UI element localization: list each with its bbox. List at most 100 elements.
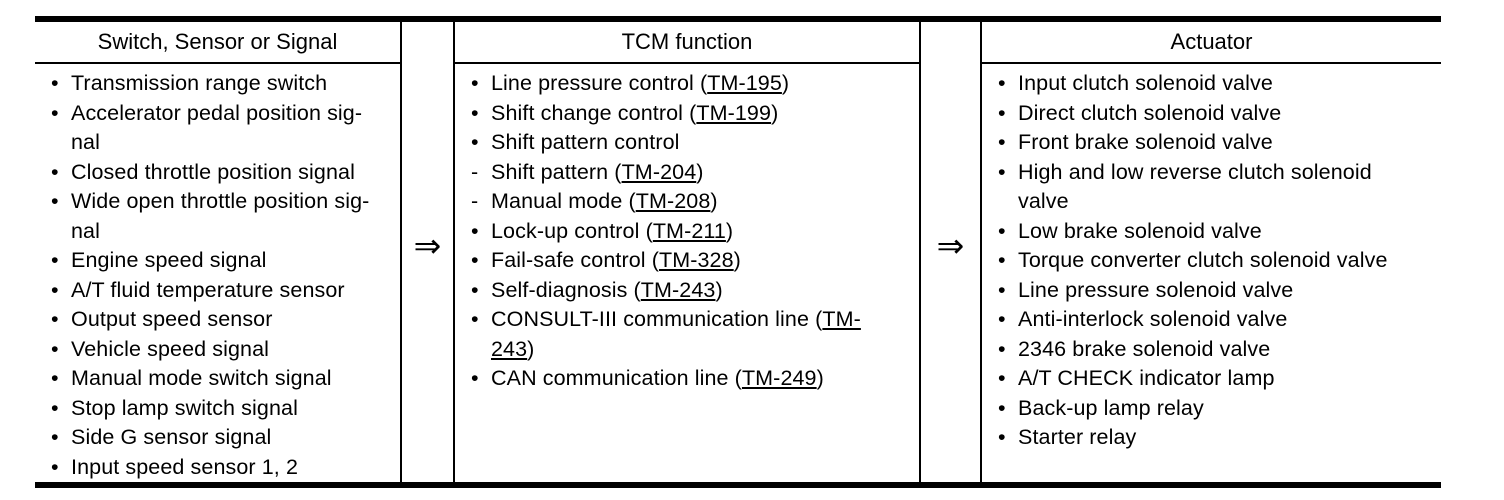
bullet-icon: • bbox=[51, 366, 59, 390]
bullet-icon: • bbox=[471, 307, 479, 331]
list-item: • CAN communication line (TM-249) bbox=[471, 364, 915, 394]
bullet-icon: • bbox=[471, 71, 479, 95]
list-item: • Anti-interlock solenoid valve bbox=[998, 305, 1437, 335]
item-text: Vehicle speed signal bbox=[71, 336, 270, 361]
arrow-cell-1: ⇒ bbox=[402, 22, 455, 482]
item-text: Line pressure solenoid valve bbox=[1018, 277, 1294, 302]
bullet-icon: • bbox=[51, 248, 59, 272]
list-item: • Starter relay bbox=[998, 423, 1437, 453]
bullet-icon: • bbox=[51, 336, 59, 361]
item-text: Input speed sensor 1, 2 bbox=[71, 454, 299, 479]
bullet-icon: • bbox=[998, 307, 1006, 331]
item-text: Closed throttle position signal bbox=[71, 159, 355, 184]
bullet-icon: • bbox=[998, 277, 1006, 302]
arrow-cell-2: ⇒ bbox=[921, 22, 982, 482]
bullet-icon: • bbox=[51, 189, 59, 213]
list-item: •Shift change control (TM-199) bbox=[471, 99, 915, 129]
list-item: •Torque converter clutch solenoid valve bbox=[998, 246, 1437, 276]
tm-page-link[interactable]: TM- bbox=[822, 307, 861, 331]
item-text: Low brake solenoid valve bbox=[1018, 218, 1262, 243]
item-text: Line pressure control (TM-195) bbox=[491, 71, 790, 95]
tcm-reference-table: Switch, Sensor or Signal •Transmission r… bbox=[35, 16, 1441, 488]
switch-sensor-signal-list: •Transmission range switch•Accelerator p… bbox=[35, 64, 400, 482]
list-item: •Side G sensor signal bbox=[51, 423, 396, 453]
item-text: Anti-interlock solenoid valve bbox=[1018, 307, 1288, 331]
tm-page-link[interactable]: TM-208 bbox=[635, 189, 711, 213]
bullet-icon: • bbox=[998, 425, 1006, 449]
list-item: -Manual mode (TM-208) bbox=[471, 187, 915, 217]
item-text: Lock-up control (TM-211) bbox=[491, 218, 734, 243]
item-text: Self-diagnosis (TM-243) bbox=[491, 277, 723, 302]
item-text: Starter relay bbox=[1018, 425, 1137, 449]
item-text: A/T CHECK indicator lamp bbox=[1018, 366, 1275, 390]
item-text: Fail-safe control (TM-328) bbox=[491, 248, 741, 272]
item-text: Direct clutch solenoid valve bbox=[1018, 100, 1282, 125]
item-text: Front brake solenoid valve bbox=[1018, 130, 1273, 154]
bullet-icon: • bbox=[51, 159, 59, 184]
column-header-tcm-function: TCM function bbox=[455, 22, 919, 64]
list-item: •2346 brake solenoid valve bbox=[998, 335, 1437, 365]
bullet-icon: • bbox=[471, 366, 479, 390]
item-text: Transmission range switch bbox=[71, 71, 328, 95]
tcm-function-list: •Line pressure control (TM-195)•Shift ch… bbox=[455, 64, 919, 482]
list-item: • Engine speed signal bbox=[51, 246, 396, 276]
item-text: Input clutch solenoid valve bbox=[1018, 71, 1273, 95]
item-text: Shift change control (TM-199) bbox=[491, 100, 779, 125]
tm-page-link[interactable]: TM-199 bbox=[696, 100, 772, 125]
column-actuator: Actuator • Input clutch solenoid valve • Di… bbox=[982, 22, 1441, 482]
item-text: Accelerator pedal position sig-nal bbox=[71, 100, 363, 155]
tm-page-link[interactable]: TM-195 bbox=[707, 71, 782, 95]
list-item: •Output speed sensor bbox=[51, 305, 396, 335]
list-item: • Line pressure solenoid valve bbox=[998, 276, 1437, 306]
list-item: • Line pressure control (TM-195) bbox=[471, 69, 915, 99]
list-item: • Direct clutch solenoid valve bbox=[998, 99, 1437, 129]
item-text: Manual mode switch signal bbox=[71, 366, 332, 390]
bullet-icon: • bbox=[998, 248, 1006, 272]
list-item: •Transmission range switch bbox=[51, 69, 396, 99]
tm-page-link[interactable]: 243 bbox=[491, 336, 528, 361]
list-item: •CONSULT-III communication line (TM-243) bbox=[471, 305, 915, 364]
list-item: •Fail-safe control (TM-328) bbox=[471, 246, 915, 276]
item-text: CAN communication line (TM-249) bbox=[491, 366, 824, 390]
bullet-icon: • bbox=[998, 71, 1006, 95]
bullet-icon: • bbox=[471, 130, 479, 154]
bullet-icon: • bbox=[471, 218, 479, 243]
bullet-icon: • bbox=[998, 130, 1006, 154]
item-text: Manual mode (TM-208) bbox=[491, 189, 718, 213]
item-text: CONSULT-III communication line (TM-243) bbox=[491, 307, 861, 361]
item-text: Back-up lamp relay bbox=[1018, 395, 1204, 420]
list-item: •Low brake solenoid valve bbox=[998, 217, 1437, 247]
list-item: • Input clutch solenoid valve bbox=[998, 69, 1437, 99]
list-item: • Accelerator pedal position sig-nal bbox=[51, 99, 396, 158]
list-item: •Input speed sensor 1, 2 bbox=[51, 453, 396, 483]
double-arrow-right-icon: ⇒ bbox=[936, 226, 965, 264]
list-item: -Shift pattern (TM-204) bbox=[471, 158, 915, 188]
bullet-icon: • bbox=[998, 395, 1006, 420]
bullet-icon: • bbox=[51, 100, 59, 125]
tm-page-link[interactable]: TM-243 bbox=[640, 277, 716, 302]
tm-page-link[interactable]: TM-204 bbox=[621, 159, 697, 184]
item-text: Engine speed signal bbox=[71, 248, 267, 272]
bullet-icon: • bbox=[998, 366, 1006, 390]
list-item: • Front brake solenoid valve bbox=[998, 128, 1437, 158]
list-item: • Vehicle speed signal bbox=[51, 335, 396, 365]
list-item: •Stop lamp switch signal bbox=[51, 394, 396, 424]
tm-page-link[interactable]: TM-249 bbox=[741, 366, 817, 390]
column-header-actuator: Actuator bbox=[982, 22, 1441, 64]
bullet-icon: • bbox=[998, 100, 1006, 125]
tm-page-link[interactable]: TM-211 bbox=[652, 218, 726, 243]
tm-page-link[interactable]: TM-328 bbox=[658, 248, 734, 272]
item-text: Shift pattern control bbox=[491, 130, 680, 154]
bullet-icon: • bbox=[51, 395, 59, 420]
list-item: • Shift pattern control bbox=[471, 128, 915, 158]
list-item: • Lock-up control (TM-211) bbox=[471, 217, 915, 247]
bullet-icon: • bbox=[998, 336, 1006, 361]
list-item: • Back-up lamp relay bbox=[998, 394, 1437, 424]
bullet-icon: • bbox=[51, 425, 59, 449]
bullet-icon: • bbox=[998, 159, 1006, 184]
list-item: •Wide open throttle position sig-nal bbox=[51, 187, 396, 246]
bullet-icon: • bbox=[471, 277, 479, 302]
column-tcm-function: TCM function • Line pressure control (TM-… bbox=[455, 22, 921, 482]
